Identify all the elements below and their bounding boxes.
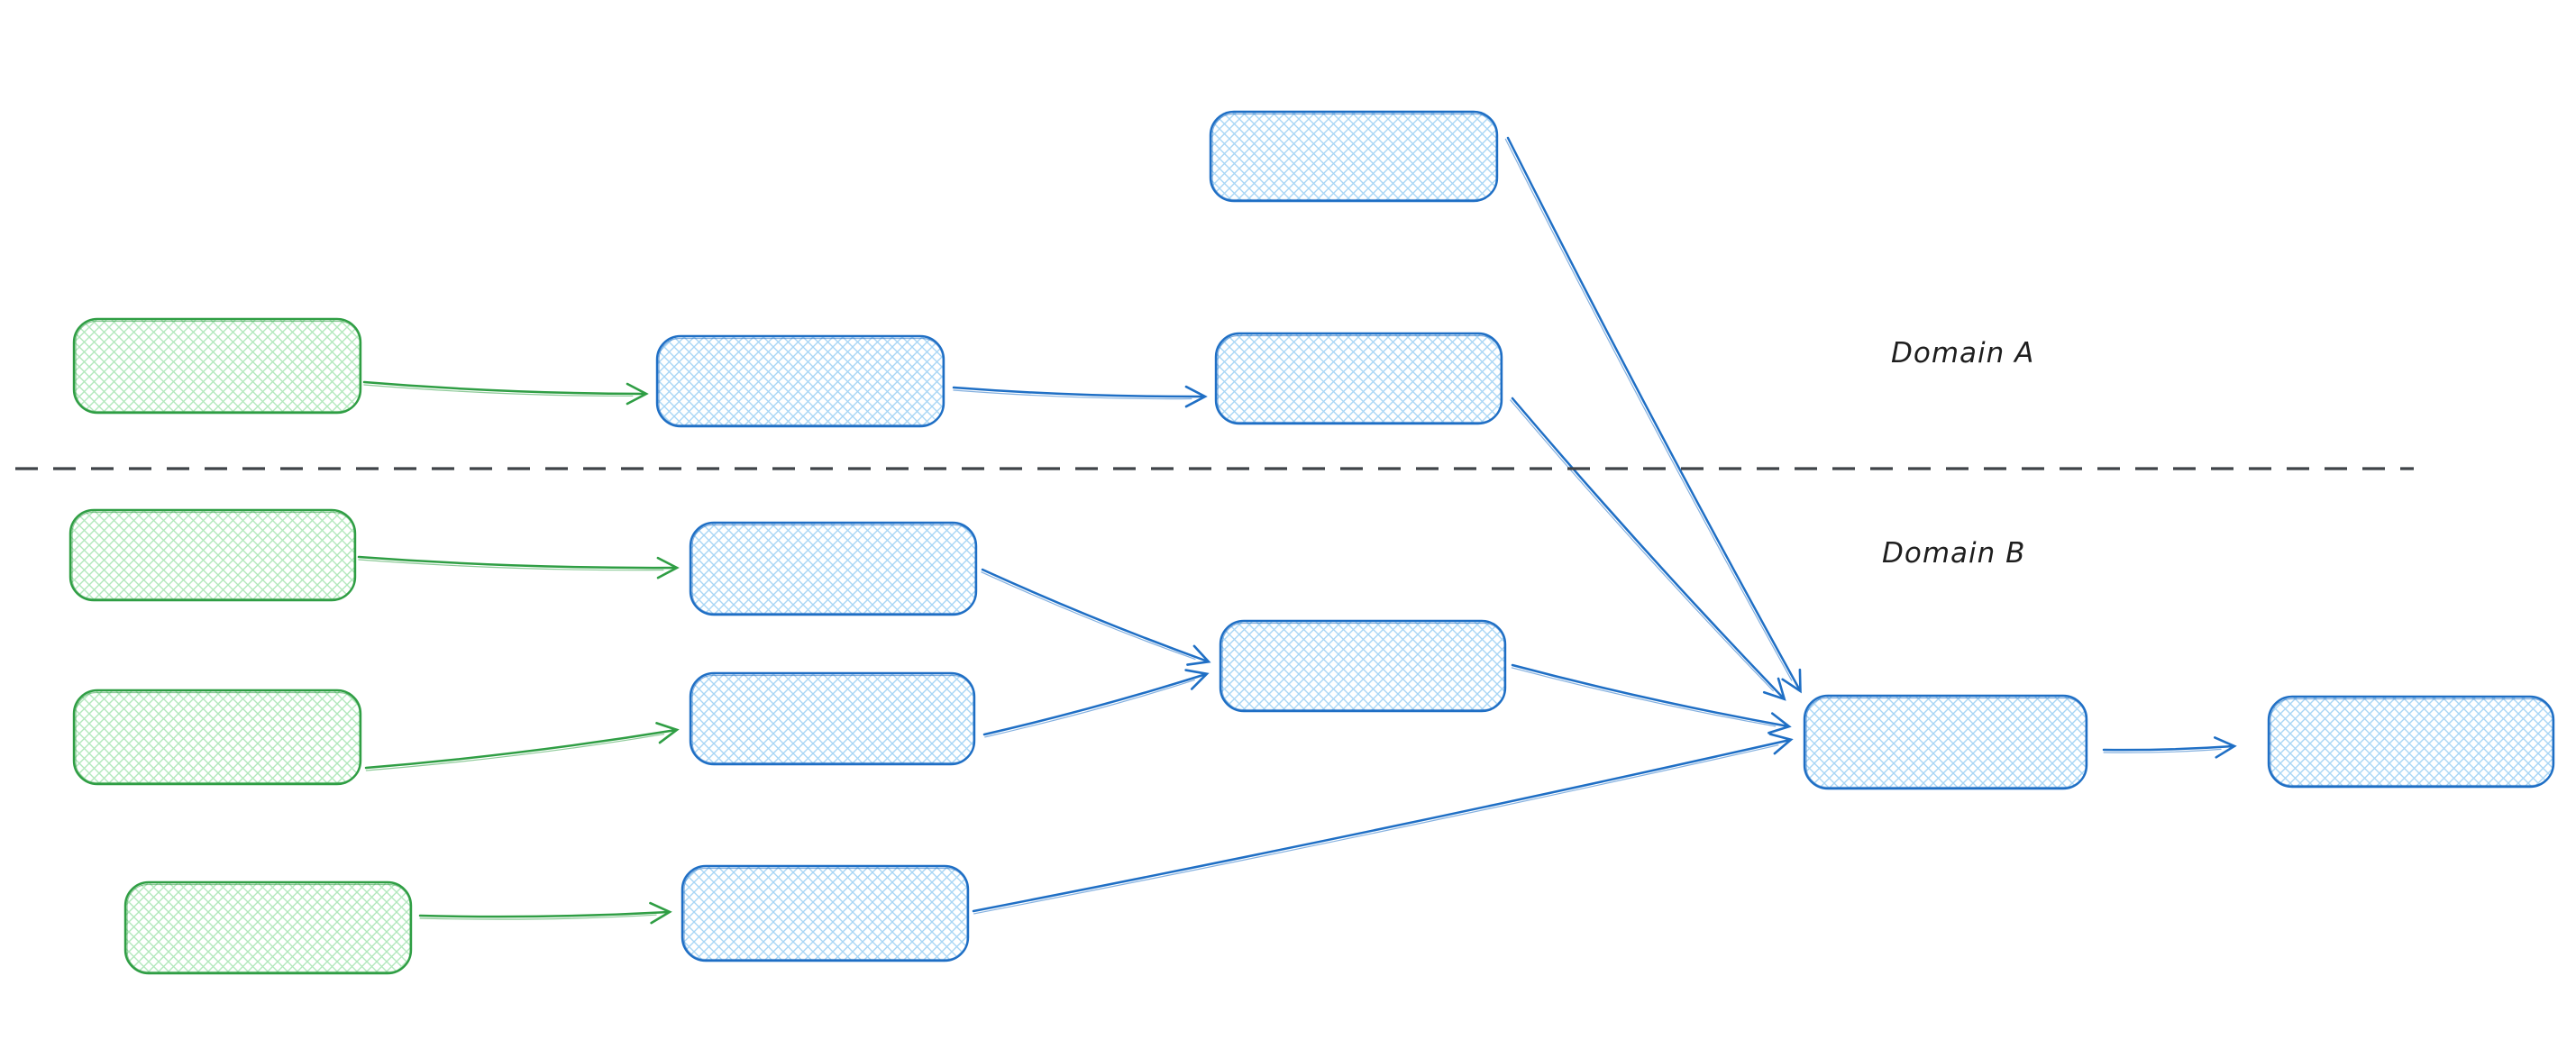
node-source-b3 bbox=[123, 880, 413, 975]
arrow-stage-a2-to-merge-all bbox=[1510, 397, 1786, 701]
node-rect-source-b1 bbox=[69, 508, 357, 602]
node-stage-a2 bbox=[1214, 332, 1503, 425]
node-source-b2 bbox=[72, 689, 362, 786]
node-rect-merge-b bbox=[1219, 619, 1507, 713]
domain-b-label: Domain B bbox=[1882, 537, 2025, 570]
node-stage-b3 bbox=[681, 864, 970, 962]
node-merge-b bbox=[1219, 619, 1507, 713]
edges-layer bbox=[357, 136, 2237, 925]
nodes-layer bbox=[69, 110, 2555, 975]
node-rect-stage-b2 bbox=[689, 671, 976, 766]
arrow-stage-b2-to-merge-b bbox=[982, 669, 1210, 738]
domain-a-label: Domain A bbox=[1891, 337, 2034, 369]
node-stage-b2 bbox=[689, 671, 976, 766]
node-rect-stage-a1 bbox=[655, 334, 945, 428]
arrow-stage-a1-to-stage-a2 bbox=[952, 385, 1208, 408]
node-rect-source-b3 bbox=[123, 880, 413, 975]
arrow-merge-b-to-merge-all bbox=[1511, 663, 1792, 734]
arrow-source-b1-to-stage-b1 bbox=[357, 555, 680, 579]
arrow-source-b2-to-stage-b2 bbox=[364, 722, 680, 771]
node-rect-stage-a2 bbox=[1214, 332, 1503, 425]
arrow-source-b3-to-stage-b3 bbox=[418, 901, 672, 925]
arrow-stage-b1-to-merge-b bbox=[981, 568, 1211, 666]
node-rect-source-b2 bbox=[72, 689, 362, 786]
node-source-b1 bbox=[69, 508, 357, 602]
node-stage-b1 bbox=[689, 521, 978, 616]
arrow-source-a-to-stage-a1 bbox=[362, 380, 649, 406]
node-rect-merge-all bbox=[1803, 694, 2088, 790]
node-stage-a1 bbox=[655, 334, 945, 428]
node-merge-all bbox=[1803, 694, 2088, 790]
arrow-stage-b3-to-merge-all bbox=[972, 733, 1794, 915]
node-rect-source-a bbox=[72, 317, 362, 415]
arrow-stage-top-to-merge-all bbox=[1504, 136, 1802, 694]
node-rect-stage-b1 bbox=[689, 521, 978, 616]
node-source-a bbox=[72, 317, 362, 415]
node-final bbox=[2267, 695, 2555, 789]
node-rect-stage-top bbox=[1209, 110, 1499, 203]
node-rect-final bbox=[2267, 695, 2555, 789]
arrow-merge-all-to-final bbox=[2102, 736, 2237, 759]
node-stage-top bbox=[1209, 110, 1499, 203]
node-rect-stage-b3 bbox=[681, 864, 970, 962]
